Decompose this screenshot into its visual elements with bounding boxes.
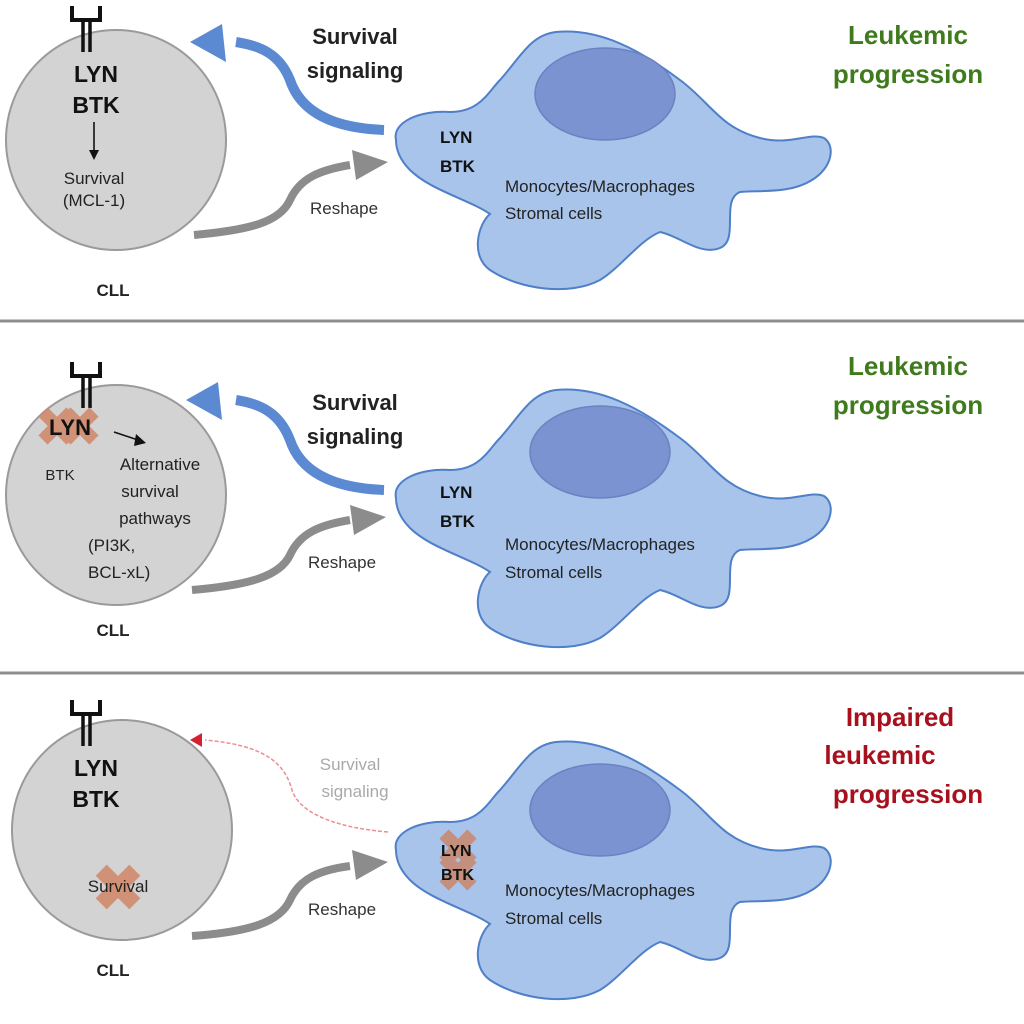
impaired-survival-signaling-arrow <box>204 739 389 833</box>
env-cell-type-2: Stromal cells <box>505 563 602 582</box>
microenvironment-cell <box>394 388 832 649</box>
outcome-line-2: progression <box>833 390 983 420</box>
reshape-label: Reshape <box>310 199 378 218</box>
outcome-line-2: progression <box>833 59 983 89</box>
down-arrow-icon <box>89 122 99 160</box>
cll-survival-label: Survival <box>88 877 148 896</box>
microenvironment-cell <box>394 740 832 1001</box>
cll-kinase-lyn: LYN <box>74 61 118 87</box>
cell-nucleus <box>534 47 676 141</box>
survival-signaling-arrow <box>235 37 385 135</box>
reshape-arrowhead-icon <box>350 505 386 535</box>
env-cell-type-1: Monocytes/Macrophages <box>505 881 695 900</box>
outcome-line-1: Leukemic <box>848 20 968 50</box>
impaired-arrowhead-icon <box>190 733 202 747</box>
reshape-arrow <box>193 161 351 239</box>
env-kinase-lyn: LYN <box>440 128 472 147</box>
env-kinase-lyn: LYN <box>440 483 472 502</box>
survival-signaling-label-1: Survival <box>320 755 380 774</box>
reshape-arrow <box>191 862 351 940</box>
right-arrow-icon <box>113 431 146 446</box>
outcome-line-1: Impaired <box>846 702 954 732</box>
env-kinase-btk: BTK <box>441 867 474 884</box>
panel-1: LYN BTK Survival (MCL-1) CLL Survival si… <box>5 4 983 300</box>
cell-nucleus <box>529 405 671 499</box>
survival-arrowhead-icon <box>186 382 222 420</box>
cll-kinase-btk: BTK <box>72 786 120 812</box>
cll-survival-label: Survival <box>64 169 124 188</box>
env-kinase-lyn: LYN <box>441 843 472 860</box>
alt-pathway-line-1: Alternative <box>120 455 200 474</box>
panel-3: LYN BTK Survival CLL Survival signaling … <box>11 698 983 1001</box>
cll-label: CLL <box>96 621 129 640</box>
reshape-label: Reshape <box>308 553 376 572</box>
outcome-line-1: Leukemic <box>848 351 968 381</box>
cll-label: CLL <box>96 281 129 300</box>
cll-kinase-btk: BTK <box>72 92 120 118</box>
panel-2: LYN BTK Alternative survival pathways (P… <box>5 351 983 649</box>
env-kinase-btk: BTK <box>440 512 476 531</box>
reshape-arrowhead-icon <box>352 150 388 180</box>
cll-kinase-btk: BTK <box>45 467 74 484</box>
outcome-line-3: progression <box>833 779 983 809</box>
alt-pathway-line-5: BCL-xL) <box>88 563 150 582</box>
survival-signaling-arrow <box>235 395 385 495</box>
outcome-line-2: leukemic <box>824 740 935 770</box>
cll-kinase-lyn: LYN <box>74 755 118 781</box>
env-kinase-btk: BTK <box>440 157 476 176</box>
alt-pathway-line-3: pathways <box>119 509 191 528</box>
reshape-arrow <box>191 516 351 594</box>
reshape-arrowhead-icon <box>352 850 388 880</box>
env-cell-type-2: Stromal cells <box>505 204 602 223</box>
survival-signaling-label-2: signaling <box>321 782 388 801</box>
cll-kinase-lyn: LYN <box>49 415 91 440</box>
alt-pathway-line-4: (PI3K, <box>88 536 135 555</box>
survival-arrowhead-icon <box>190 24 226 62</box>
env-cell-type-1: Monocytes/Macrophages <box>505 535 695 554</box>
cll-label: CLL <box>96 961 129 980</box>
survival-signaling-label-1: Survival <box>312 390 398 415</box>
survival-signaling-label-2: signaling <box>307 58 404 83</box>
microenvironment-cell <box>394 30 832 291</box>
cell-nucleus <box>529 763 671 857</box>
alt-pathway-line-2: survival <box>121 482 179 501</box>
survival-signaling-label-2: signaling <box>307 424 404 449</box>
cll-cell <box>5 384 227 606</box>
reshape-label: Reshape <box>308 900 376 919</box>
env-cell-type-2: Stromal cells <box>505 909 602 928</box>
env-cell-type-1: Monocytes/Macrophages <box>505 177 695 196</box>
survival-signaling-label-1: Survival <box>312 24 398 49</box>
cll-cell <box>5 29 227 251</box>
cll-cell <box>11 719 233 941</box>
cll-survival-mediator: (MCL-1) <box>63 191 125 210</box>
